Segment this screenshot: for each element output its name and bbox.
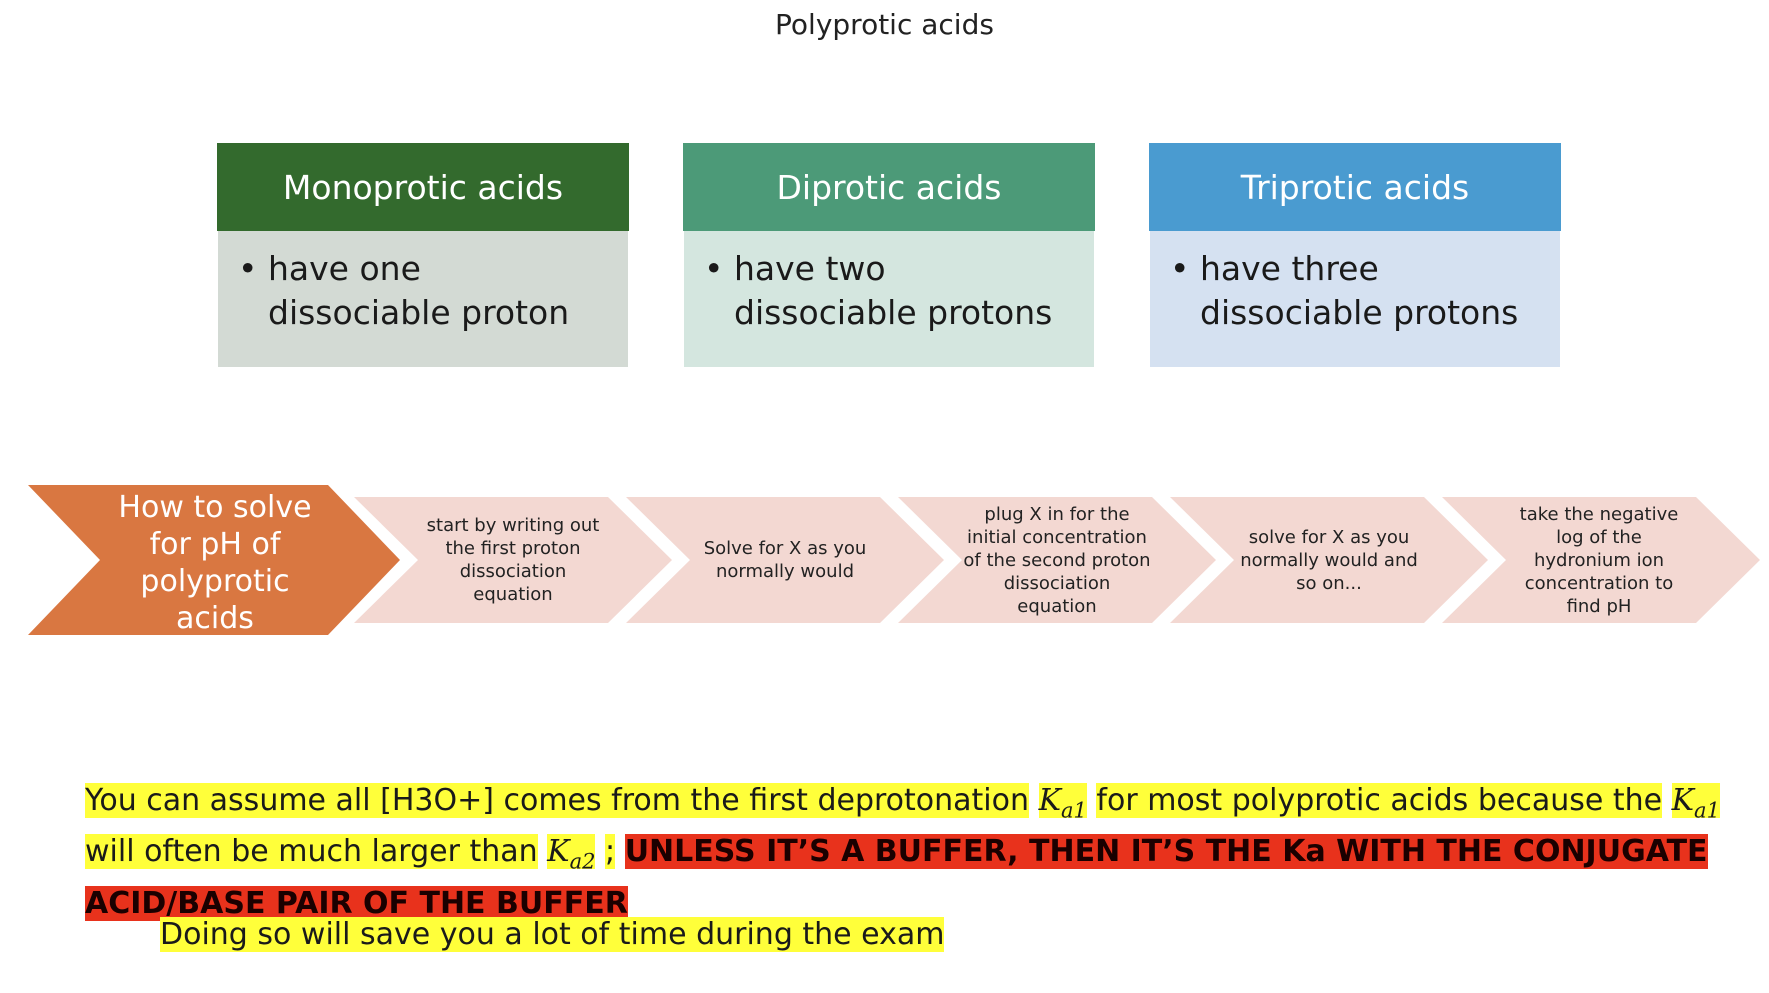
ka1-symbol: Ka1 xyxy=(1038,783,1087,822)
note2-text: Doing so will save you a lot of time dur… xyxy=(160,917,945,952)
k-letter: K xyxy=(547,834,570,870)
ka1-symbol-2: Ka1 xyxy=(1671,783,1720,822)
card-body: • have two dissociable protons xyxy=(684,231,1094,367)
ka2-subscript: a2 xyxy=(569,849,596,874)
process-step-1: start by writing out the first proton di… xyxy=(426,515,600,605)
card-title: Monoprotic acids xyxy=(217,143,629,231)
chevron-step-4 xyxy=(1170,497,1488,623)
card-body: • have one dissociable proton xyxy=(218,231,628,367)
card-line-2: dissociable protons xyxy=(734,293,1053,332)
k-letter: K xyxy=(1038,783,1061,818)
assumption-note: You can assume all [H3O+] comes from the… xyxy=(85,780,1725,924)
card-diprotic: Diprotic acids • have two dissociable pr… xyxy=(683,143,1095,367)
card-line-2: dissociable proton xyxy=(268,293,570,332)
process-step-4: solve for X as you normally would and so… xyxy=(1240,526,1418,594)
ka1-subscript: a1 xyxy=(1694,798,1720,823)
card-line-1: have two xyxy=(734,249,886,288)
chevron-step-1 xyxy=(354,497,672,623)
card-line-1: have one xyxy=(268,249,421,288)
card-body: • have three dissociable protons xyxy=(1150,231,1560,367)
chevron-step-3 xyxy=(898,497,1216,623)
process-step-5: take the negative log of the hydronium i… xyxy=(1519,503,1679,617)
page-title: Polyprotic acids xyxy=(775,8,994,41)
card-title: Diprotic acids xyxy=(683,143,1095,231)
chevron-step-5 xyxy=(1442,497,1760,623)
process-main-label: How to solve for pH of polyprotic acids xyxy=(118,490,312,636)
chevron-main xyxy=(28,485,400,635)
note-text-1: You can assume all [H3O+] comes from the… xyxy=(85,783,1030,818)
note-text-3: will often be much larger than xyxy=(85,834,538,870)
card-title: Triprotic acids xyxy=(1149,143,1561,231)
process-chevrons xyxy=(28,485,1760,635)
time-saving-note: Doing so will save you a lot of time dur… xyxy=(160,914,945,955)
card-triprotic: Triprotic acids • have three dissociable… xyxy=(1149,143,1561,367)
ka1-subscript: a1 xyxy=(1060,798,1087,823)
card-monoprotic: Monoprotic acids • have one dissociable … xyxy=(217,143,629,367)
k-letter: K xyxy=(1671,783,1695,818)
process-step-2: Solve for X as you normally would xyxy=(703,538,867,582)
bullet-icon: • xyxy=(238,249,258,288)
note-text-2: for most polyprotic acids because the xyxy=(1096,783,1663,818)
note-text-4: ; xyxy=(605,834,616,870)
card-line-2: dissociable protons xyxy=(1200,293,1519,332)
bullet-icon: • xyxy=(1170,249,1190,288)
ka2-symbol: Ka2 xyxy=(547,834,596,874)
card-line-1: have three xyxy=(1200,249,1379,288)
chevron-step-2 xyxy=(626,497,944,623)
bullet-icon: • xyxy=(704,249,724,288)
process-step-3: plug X in for the initial concentration … xyxy=(963,503,1151,617)
